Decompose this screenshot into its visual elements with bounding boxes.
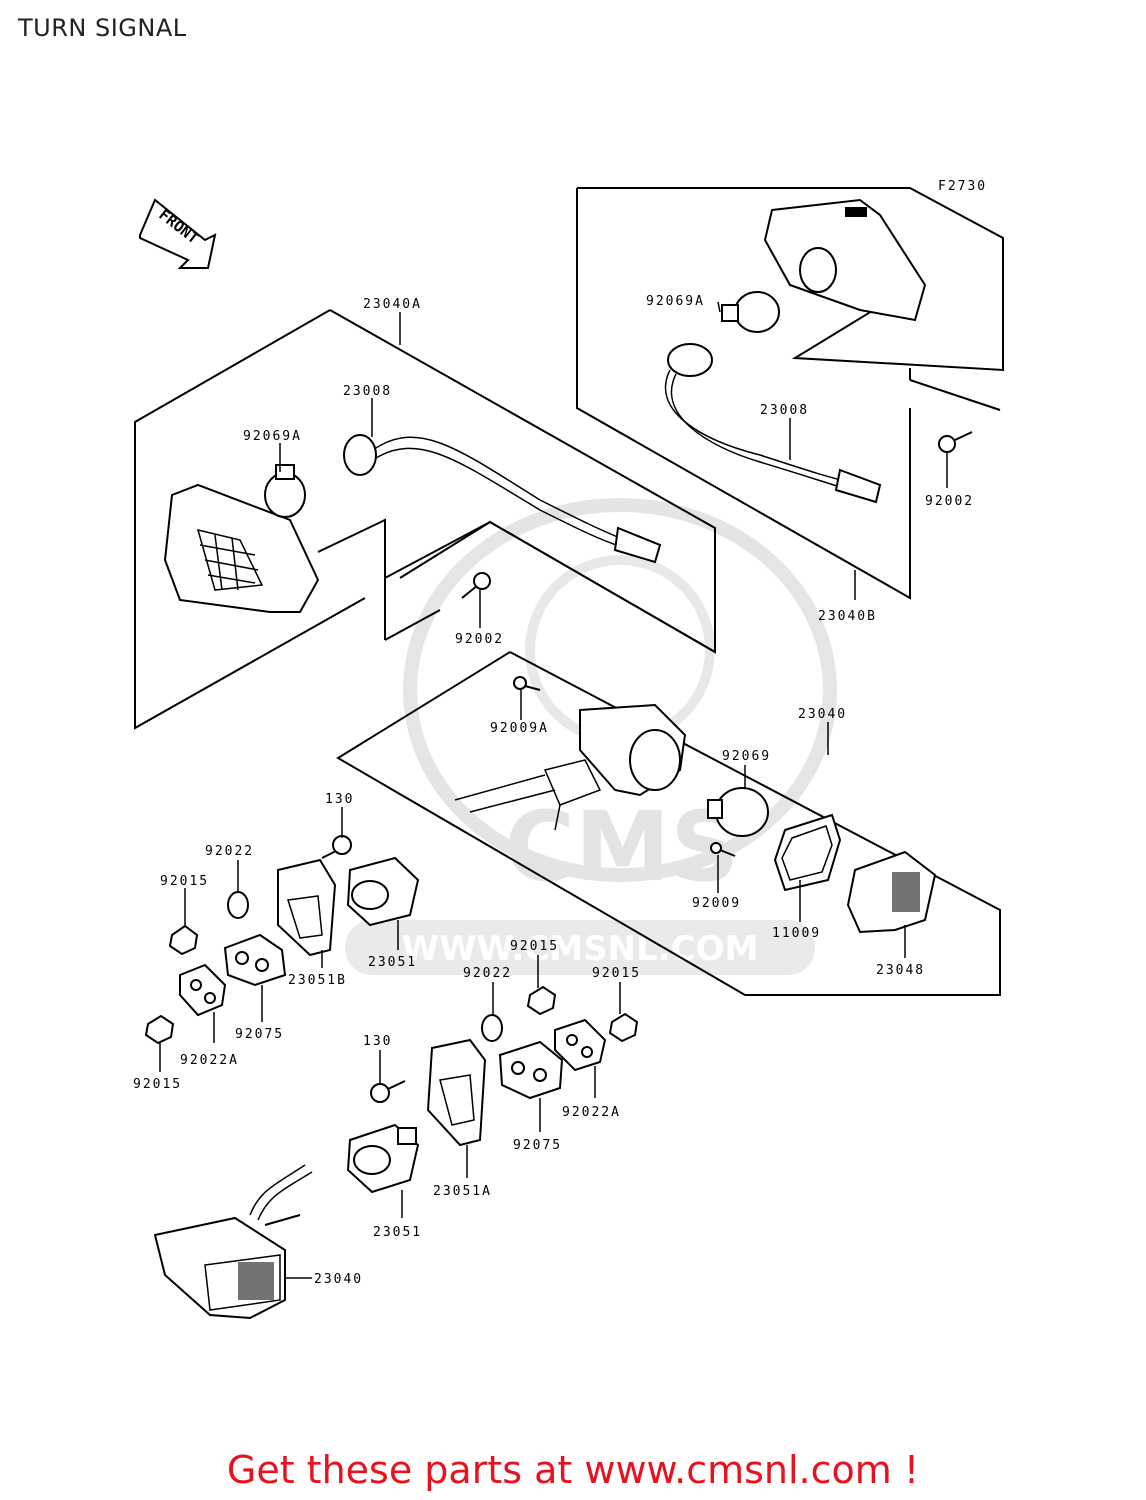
part-label: 23008	[760, 403, 809, 418]
part-labels: 23040A 23008 92069A 92002 92069A 23008 9…	[133, 294, 974, 1287]
frame-23040a	[134, 309, 716, 730]
rubber-23051-lower	[346, 1123, 420, 1194]
part-label: 92002	[925, 494, 974, 509]
part-label: 23051	[368, 955, 417, 970]
lens-23040b	[763, 198, 927, 322]
figure-code: F2730	[938, 179, 987, 194]
part-label: 23051A	[433, 1184, 492, 1199]
screw-92009	[710, 842, 736, 857]
bulb-92069a-right	[721, 291, 780, 333]
nut-92015-b	[144, 1014, 175, 1045]
screw-92002-left	[461, 572, 491, 599]
nut-92015-a	[168, 924, 199, 956]
bulb-92069	[707, 787, 769, 837]
bolt-130-upper	[321, 835, 352, 859]
screw-92002-right	[938, 431, 973, 453]
bolt-130-lower	[370, 1080, 406, 1103]
plate-92022a-upper	[179, 963, 227, 1017]
pad-92075-upper	[223, 933, 287, 987]
part-label: 92075	[513, 1138, 562, 1153]
part-label: 92015	[510, 939, 559, 954]
nut-92015-d	[608, 1012, 639, 1043]
part-label: 23051	[373, 1225, 422, 1240]
footer-promo-text: Get these parts at www.cmsnl.com !	[226, 1448, 920, 1492]
part-label: 23040	[314, 1272, 363, 1287]
part-label: 23048	[876, 963, 925, 978]
part-label: 92002	[455, 632, 504, 647]
washer-92022-upper	[227, 891, 249, 919]
socket-23008-left	[343, 434, 662, 564]
washer-92022-lower	[481, 1014, 503, 1042]
lens-23048	[846, 850, 937, 934]
gasket-11009	[773, 813, 842, 892]
front-arrow-icon: FRONT	[139, 198, 217, 269]
part-label: 92022	[205, 844, 254, 859]
part-label: 92022A	[562, 1105, 621, 1120]
part-label: 23040A	[363, 297, 422, 312]
plate-92022a-lower	[554, 1018, 607, 1072]
bracket-23051b	[277, 858, 337, 957]
part-label: 92015	[160, 874, 209, 889]
part-label: 92069	[722, 749, 771, 764]
part-label: 92009A	[490, 721, 549, 736]
bracket-23051a	[426, 1038, 487, 1147]
part-label: 92069A	[646, 294, 705, 309]
part-label: 92022	[463, 966, 512, 981]
watermark-logo-text: CMS	[504, 791, 739, 903]
signal-body-23040-upper	[454, 703, 687, 831]
signal-body-23040-lower	[153, 1164, 313, 1320]
screw-92009a	[513, 676, 541, 691]
page-title: TURN SIGNAL	[18, 14, 187, 42]
cmsnl-watermark: CMS WWW.CMSNL.COM	[345, 498, 837, 975]
part-label: 92015	[592, 966, 641, 981]
part-label: 92069A	[243, 429, 302, 444]
watermark-url: WWW.CMSNL.COM	[402, 929, 759, 969]
socket-23008-right	[664, 343, 882, 504]
part-label: 23051B	[288, 973, 347, 988]
part-label: 92075	[235, 1027, 284, 1042]
frame-23040b	[576, 187, 1004, 600]
part-label: 92022A	[180, 1053, 239, 1068]
pad-92075-lower	[498, 1040, 564, 1100]
part-label: 92015	[133, 1077, 182, 1092]
part-label: 130	[325, 792, 354, 807]
part-label: 92009	[692, 896, 741, 911]
leader-lines	[159, 301, 948, 1279]
part-label: 23040B	[818, 609, 877, 624]
rubber-23051-upper	[346, 856, 420, 927]
part-label: 130	[363, 1034, 392, 1049]
part-label: 23008	[343, 384, 392, 399]
nut-92015-c	[526, 985, 557, 1016]
part-label: 11009	[772, 926, 821, 941]
part-label: 23040	[798, 707, 847, 722]
bulb-92069a-left	[264, 464, 306, 518]
